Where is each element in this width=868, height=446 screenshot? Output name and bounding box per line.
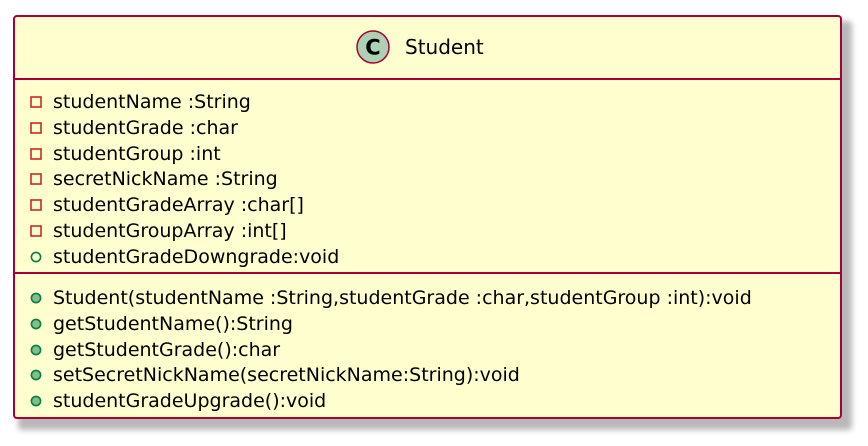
header-divider [15, 78, 840, 80]
attributes-divider [15, 272, 840, 274]
public-circle-icon [30, 344, 42, 355]
public-circle-icon [30, 318, 42, 330]
operation-row[interactable]: Student(studentName :String,studentGrade… [15, 285, 840, 311]
private-square-icon [30, 147, 42, 160]
operation-text: studentGradeUpgrade():void [53, 390, 327, 413]
operation-text: getStudentGrade():char [53, 338, 281, 361]
operation-text: Student(studentName :String,studentGrade… [53, 287, 752, 309]
operation-row[interactable]: studentGradeUpgrade():void [15, 388, 840, 414]
private-square-icon [30, 121, 42, 134]
public-circle-icon [30, 369, 42, 381]
operation-row[interactable]: getStudentName():String [15, 311, 840, 337]
class-header: C Student [15, 17, 840, 78]
operations-section: Student(studentName :String,studentGrade… [15, 285, 840, 414]
private-square-icon [30, 173, 42, 186]
private-square-icon [30, 225, 42, 237]
attribute-text: studentGrade :char [53, 116, 238, 139]
operation-text: getStudentName():String [53, 312, 293, 335]
attribute-text: studentGradeDowngrade:void [53, 245, 340, 268]
attribute-text: studentGradeArray :char[] [53, 194, 304, 217]
attribute-text: studentGroup :int [53, 142, 221, 165]
attribute-text: studentGroupArray :int[] [53, 219, 287, 242]
private-square-icon [30, 96, 42, 108]
operation-row[interactable]: setSecretNickName(secretNickName:String)… [15, 362, 840, 388]
class-name: Student [405, 35, 484, 59]
attribute-text: studentName :String [53, 91, 251, 113]
attribute-row[interactable]: studentGradeArray :char[] [15, 192, 840, 218]
attribute-row[interactable]: studentGradeDowngrade:void [15, 244, 840, 270]
public-circle-outline-icon [30, 251, 42, 263]
operation-text: setSecretNickName(secretNickName:String)… [53, 364, 520, 387]
public-circle-icon [30, 395, 42, 407]
class-stereotype-icon: C [356, 30, 390, 64]
private-square-icon [30, 199, 42, 211]
uml-class-student[interactable]: C Student studentName :String studentGra… [13, 15, 842, 419]
stereotype-letter: C [365, 36, 380, 60]
attribute-text: secretNickName :String [53, 168, 278, 191]
attribute-row[interactable]: studentGrade :char [15, 115, 840, 141]
operation-row[interactable]: getStudentGrade():char [15, 337, 840, 363]
public-circle-icon [30, 292, 42, 304]
attribute-row[interactable]: secretNickName :String [15, 166, 840, 192]
attribute-row[interactable]: studentGroupArray :int[] [15, 218, 840, 244]
attributes-section: studentName :String studentGrade :char s… [15, 89, 840, 270]
attribute-row[interactable]: studentName :String [15, 89, 840, 115]
attribute-row[interactable]: studentGroup :int [15, 141, 840, 167]
